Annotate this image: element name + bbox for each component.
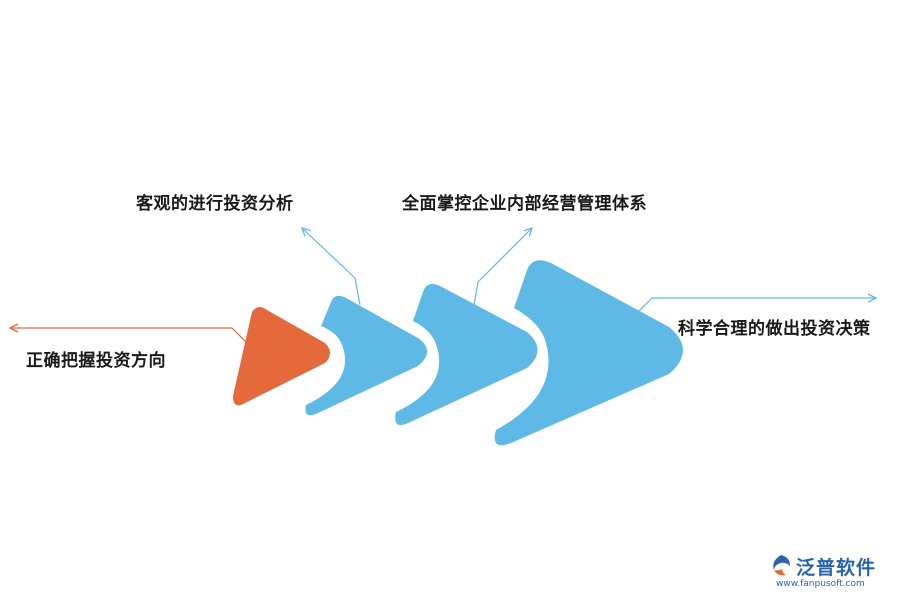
blue-chevron-3 [494, 260, 683, 446]
connector-top1 [302, 228, 361, 306]
connector-right [633, 298, 876, 317]
logo-icon [773, 555, 790, 576]
connector-left [10, 328, 247, 343]
label-left: 正确把握投资方向 [26, 351, 166, 371]
logo: 泛普软件 www.fanpusoft.com [768, 553, 892, 593]
blue-chevron-1 [305, 295, 427, 416]
orange-triangle-shape [233, 306, 330, 406]
blue-chevron-2 [395, 284, 538, 425]
logo-url: www.fanpusoft.com [776, 579, 865, 589]
connector-top2 [473, 228, 532, 306]
label-top1: 客观的进行投资分析 [136, 194, 294, 214]
logo-text: 泛普软件 [796, 557, 877, 579]
label-top2: 全面掌控企业内部经营管理体系 [402, 194, 647, 214]
label-right: 科学合理的做出投资决策 [678, 319, 871, 339]
